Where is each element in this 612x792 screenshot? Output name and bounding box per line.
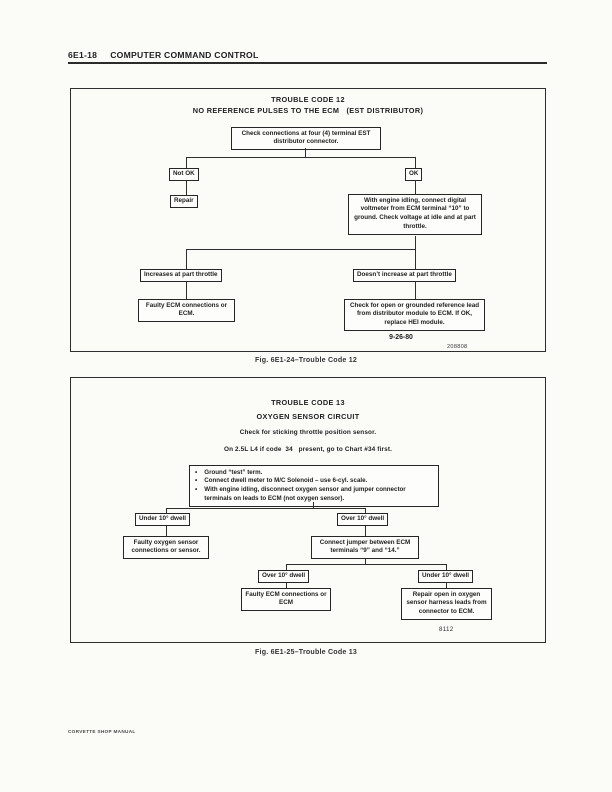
connector-line [286,582,287,588]
bullet-text: With engine idling, disconnect oxygen se… [204,486,406,502]
flow-box-faulty-oxygen: Faulty oxygen sensor connections or sens… [123,536,209,559]
flow-label-doesnt-increase: Doesn’t increase at part throttle [353,269,456,282]
connector-line [186,157,187,168]
page-header: 6E1-18 COMPUTER COMMAND CONTROL [68,50,258,60]
connector-line [446,564,447,570]
connector-line [186,249,187,269]
flow-label-increases: Increases at part throttle [140,269,222,282]
chart13-caption: Fig. 6E1-25–Trouble Code 13 [255,648,357,656]
flow-box-check-open: Check for open or grounded reference lea… [344,299,485,331]
bullet-icon: • [195,477,198,485]
header-rule [68,62,547,65]
connector-line [166,508,167,513]
flow-box-faulty-ecm-2: Faulty ECM connections or ECM [241,588,331,611]
chart13-note-2: On 2.5L L4 if code 34 present, go to Cha… [223,446,393,453]
flow-box-faulty-ecm: Faulty ECM connections or ECM. [138,299,235,322]
flow-label-under-10-dwell-a: Under 10° dwell [135,513,190,526]
chart12-title: TROUBLE CODE 12 [271,95,345,104]
connector-line [166,508,365,509]
bullet-text: Ground “test” term. [204,468,263,476]
bullet-text: Connect dwell meter to M/C Solenoid – us… [204,477,368,485]
figure-number: 208808 [447,344,468,350]
connector-line [415,236,416,249]
bullet-item: • With engine idling, disconnect oxygen … [195,486,433,503]
section-title: COMPUTER COMMAND CONTROL [110,50,259,60]
bullet-icon: • [195,486,198,494]
connector-line [365,558,366,564]
chart13-title: TROUBLE CODE 13 [271,398,345,407]
bullet-item: • Ground “test” term. [195,469,433,478]
flow-label-not-ok: Not OK [169,168,199,181]
figure-number: 8112 [439,626,454,633]
flow-box-test-procedure: • Ground “test” term. • Connect dwell me… [189,465,439,508]
connector-line [365,508,366,513]
connector-line [313,502,314,508]
connector-line [186,180,187,195]
connector-line [186,157,416,158]
revision-date: 9-26-80 [389,334,413,341]
connector-line [305,148,306,158]
flow-box-connect-jumper: Connect jumper between ECM terminals “9”… [311,536,419,559]
flow-box-voltmeter: With engine idling, connect digital volt… [348,194,482,235]
page-number: 6E1-18 [68,50,98,60]
connector-line [365,525,366,536]
trouble-code-12-chart: TROUBLE CODE 12 NO REFERENCE PULSES TO T… [70,88,546,352]
connector-line [286,564,287,570]
connector-line [166,525,167,536]
flow-box-check-connections: Check connections at four (4) terminal E… [231,127,381,150]
bullet-item: • Connect dwell meter to M/C Solenoid – … [195,477,433,486]
chart13-note-1: Check for sticking throttle position sen… [239,429,377,436]
flow-box-repair-open: Repair open in oxygen sensor harness lea… [401,588,492,620]
flow-label-over-10-dwell-b: Over 10° dwell [258,570,310,583]
connector-line [415,180,416,194]
connector-line [415,249,416,269]
flow-box-repair: Repair [170,195,198,208]
connector-line [415,157,416,168]
connector-line [186,249,416,250]
trouble-code-13-chart: TROUBLE CODE 13 OXYGEN SENSOR CIRCUIT Ch… [70,377,546,643]
flow-label-over-10-dwell-a: Over 10° dwell [337,513,389,526]
connector-line [415,281,416,299]
footer-manual-name: CORVETTE SHOP MANUAL [68,729,136,734]
bullet-icon: • [195,468,198,476]
chart12-subtitle: NO REFERENCE PULSES TO THE ECM (EST DIST… [192,106,424,115]
flow-label-ok: OK [405,168,423,181]
chart12-caption: Fig. 6E1-24–Trouble Code 12 [255,356,357,364]
connector-line [286,564,446,565]
connector-line [446,582,447,588]
flow-label-under-10-dwell-b: Under 10° dwell [418,570,473,583]
connector-line [186,281,187,299]
chart13-subtitle: OXYGEN SENSOR CIRCUIT [256,412,360,421]
